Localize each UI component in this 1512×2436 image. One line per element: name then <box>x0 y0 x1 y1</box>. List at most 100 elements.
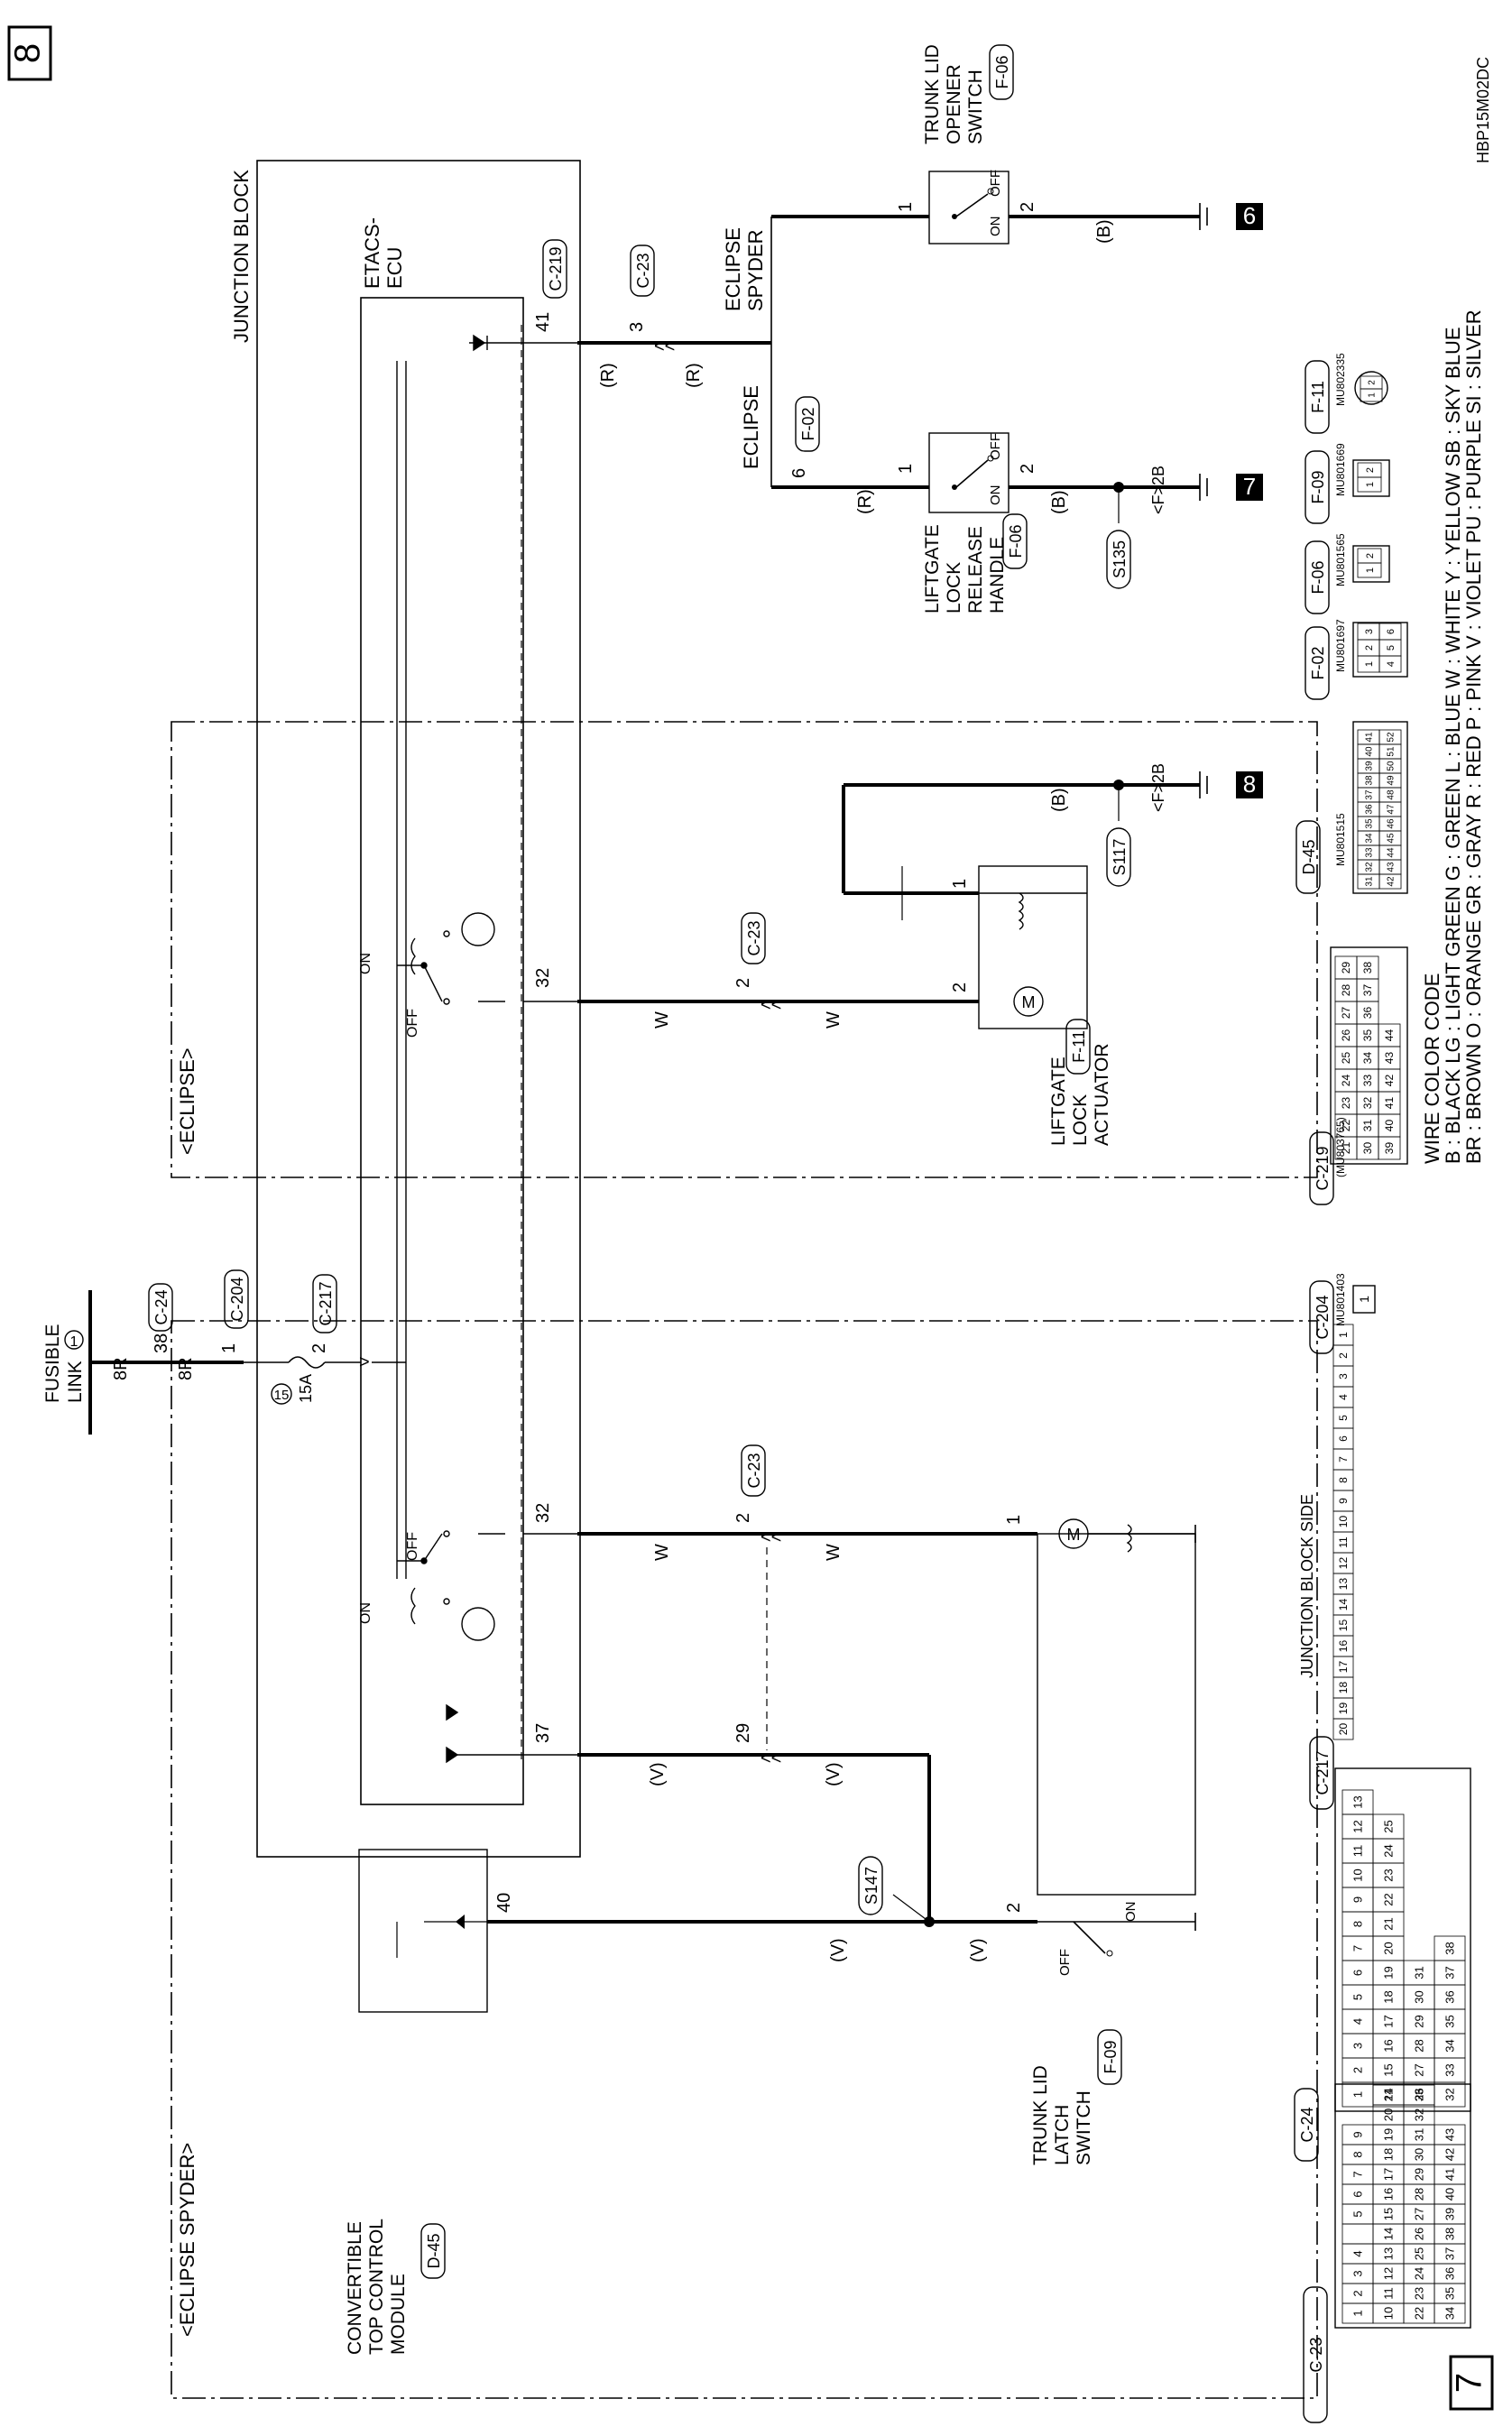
connector-pin-number: 10 <box>1351 1869 1365 1881</box>
connector-pin-number: 8 <box>1351 2151 1365 2157</box>
svg-text:FUSIBLE LINK: FUSIBLE LINK <box>42 1319 86 1403</box>
connector-pin-number: 7 <box>1351 2171 1365 2177</box>
connector-pin-cell <box>1372 1813 1405 1840</box>
svg-text:LIFTGATE LOCK ACTU: LIFTGATE LOCK ACTUATOR <box>1048 1043 1112 1146</box>
wire-color-legend: WIRE COLOR CODE B : BLACK LG : LIGHT GRE… <box>1421 309 1485 1164</box>
connector-pin-number: 31 <box>1365 876 1375 887</box>
connector-tag-c23-c: C-23 <box>741 1444 766 1497</box>
liftgate-lock-release-handle: 1 2 ON OFF LIFTGATE LOCK RELEASE HANDLE … <box>896 432 1263 614</box>
etacs-ecu-box <box>360 297 524 1805</box>
connector-pin-number: 35 <box>1365 818 1375 829</box>
connector-pin-number: 29 <box>1340 962 1352 974</box>
svg-text:M: M <box>1067 1526 1081 1544</box>
svg-text:C-23: C-23 <box>745 920 763 955</box>
connector-pin-number: 42 <box>1383 1075 1396 1087</box>
connector-pin-number: 5 <box>1337 1415 1350 1421</box>
connector-pin-number: 6 <box>1351 2191 1365 2197</box>
svg-text:2: 2 <box>1018 464 1037 474</box>
connector-pin-number: 17 <box>1337 1661 1350 1674</box>
svg-text:41: 41 <box>533 312 553 332</box>
connector-pin-number: 19 <box>1337 1702 1350 1715</box>
svg-text:W: W <box>652 1544 672 1561</box>
connector-pin-number: 1 <box>1365 482 1376 487</box>
connector-pin-number: 12 <box>1382 2267 1396 2280</box>
connector-pin-number: 2 <box>1365 467 1376 473</box>
connector-tag-d45: D-45 <box>420 2223 446 2279</box>
svg-text:2: 2 <box>309 1343 329 1353</box>
connector-pin-number: 21 <box>1340 1142 1352 1155</box>
convertible-top-control-module: CONVERTIBLE TOP CONTROL MODULE D-45 <box>345 1849 488 2355</box>
connector-pin-number: 2 <box>1351 2290 1365 2296</box>
connector-pin-cell <box>1357 462 1382 478</box>
connector-pin-number: 20 <box>1337 1723 1350 1736</box>
svg-text:8R: 8R <box>176 1357 196 1380</box>
svg-text:(R): (R) <box>684 363 704 388</box>
splice-s135: S135 <box>1106 530 1131 589</box>
wire-v-module: S147 (V) (V) 40 2 OFF ON <box>487 1856 1139 1976</box>
svg-text:(V): (V) <box>648 1762 668 1786</box>
ecu-lower-relay: OFF ON <box>358 1530 505 1641</box>
connector-pin-number: 39 <box>1383 1142 1396 1155</box>
svg-text:F-02: F-02 <box>799 407 817 440</box>
connector-pin-number: 46 <box>1387 818 1397 829</box>
svg-text:C-23: C-23 <box>1307 2337 1325 2372</box>
wire-w-trunk-actuator: 32 2 C-23 << W W <box>523 1444 1037 1750</box>
connector-pin-number: 50 <box>1387 761 1397 771</box>
trunk-lid-latch-switch-box: 1 M <box>1004 1515 1196 1931</box>
svg-text:S147: S147 <box>862 1867 880 1905</box>
connector-pin-number: 16 <box>1337 1640 1350 1653</box>
connector-pin-number: 39 <box>1443 2208 1457 2220</box>
connector-pin-number: 7 <box>1351 1945 1365 1952</box>
connector-pin-number: 19 <box>1382 1966 1396 1979</box>
svg-text:MU801403: MU801403 <box>1334 1273 1347 1326</box>
connector-pin-number: 13 <box>1382 2247 1396 2260</box>
connector-pin-number: 21 <box>1382 1917 1396 1930</box>
connector-pin-number: 40 <box>1443 2188 1457 2201</box>
connector-pin-number: 5 <box>1386 645 1397 651</box>
svg-text:37: 37 <box>533 1723 553 1743</box>
connector-pin-number: 10 <box>1382 2307 1396 2320</box>
svg-text:W: W <box>824 1011 844 1029</box>
page-marker-8: 8 <box>7 25 52 81</box>
svg-text:32: 32 <box>533 1503 553 1523</box>
svg-text:3: 3 <box>627 322 647 332</box>
svg-text:<<: << <box>654 337 675 356</box>
connector-pin-number: 8 <box>1351 1921 1365 1927</box>
svg-text:(MU803765): (MU803765) <box>1334 1117 1347 1177</box>
svg-text:LIFTGATE LOCK RELE: LIFTGATE LOCK RELEASE HANDLE <box>922 519 1008 614</box>
connector-pin-number: 2 <box>1337 1352 1350 1359</box>
connector-pin-number: 25 <box>1382 1820 1396 1832</box>
connector-pin-number: 11 <box>1382 2287 1396 2300</box>
connector-pin-number: 28 <box>1340 984 1352 997</box>
svg-text:F-02: F-02 <box>1309 646 1327 679</box>
connector-pin-number: 38 <box>1443 2228 1457 2240</box>
connector-tag-c23-b: C-23 <box>741 912 766 964</box>
connector-pin-number: 34 <box>1365 833 1375 844</box>
svg-text:<<: << <box>761 995 781 1015</box>
svg-text:ON: ON <box>988 485 1003 506</box>
connector-pin-number: 12 <box>1351 1820 1365 1832</box>
connector-pin-number: 43 <box>1387 862 1397 872</box>
connector-pin-number: 4 <box>1351 2250 1365 2256</box>
connector-pin-number: 44 <box>1383 1029 1396 1042</box>
connector-pin-number: 40 <box>1383 1120 1396 1132</box>
connector-pin-number: 43 <box>1443 2128 1457 2141</box>
connector-pin-number: 4 <box>1351 2018 1365 2025</box>
svg-text:ON: ON <box>1123 1902 1139 1923</box>
connector-pin-cell <box>1341 1789 1374 1815</box>
wire-w-liftgate-actuator: 32 2 C-23 << W W <box>523 912 979 1029</box>
connector-pin-number: 17 <box>1382 2015 1396 2027</box>
connector-pin-number: 14 <box>1382 2228 1396 2240</box>
svg-text:(B): (B) <box>1049 788 1069 812</box>
svg-text:C-217: C-217 <box>317 1281 335 1325</box>
connector-pin-number: 23 <box>1413 2287 1426 2300</box>
connector-pin-number: 26 <box>1413 2228 1426 2240</box>
svg-text:OFF: OFF <box>1057 1949 1073 1976</box>
connector-pin-number: 33 <box>1365 847 1375 858</box>
connector-tag-f06-a: F-06 <box>989 44 1014 100</box>
connector-pin-number: 20 <box>1382 2108 1396 2121</box>
connector-pin-number: 26 <box>1340 1029 1352 1042</box>
connector-pin-cell <box>1360 375 1383 390</box>
connector-pin-number: 22 <box>1413 2307 1426 2320</box>
